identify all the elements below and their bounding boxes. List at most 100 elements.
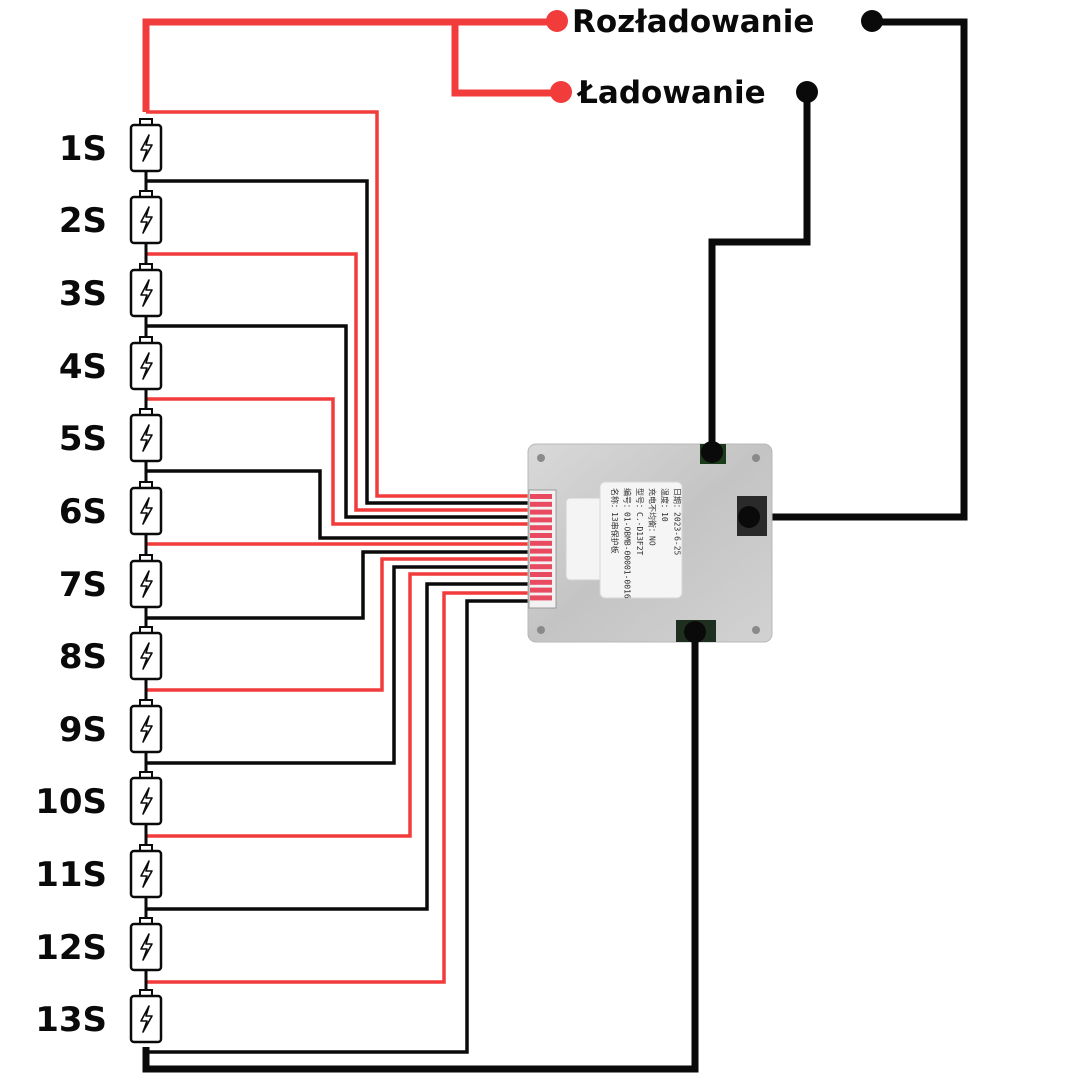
charge-positive-dot xyxy=(550,81,572,103)
cell-body xyxy=(129,341,163,391)
mount-hole-icon xyxy=(752,454,760,462)
lightning-bolt-icon xyxy=(140,424,153,452)
battery-cell: 4S xyxy=(59,336,163,413)
cell-body xyxy=(129,268,163,318)
cell-label: 11S xyxy=(35,855,107,895)
cell-body xyxy=(129,195,163,245)
cell-label: 7S xyxy=(59,565,107,605)
battery-cell: 1S xyxy=(59,118,163,195)
lightning-bolt-icon xyxy=(140,933,153,961)
balance-connector-pins xyxy=(530,494,552,601)
battery-cell: 3S xyxy=(59,263,163,341)
lightning-bolt-icon xyxy=(140,279,153,307)
lightning-bolt-icon xyxy=(140,860,153,888)
battery-cell: 11S xyxy=(35,844,163,922)
battery-cell: 10S xyxy=(35,771,163,849)
mount-hole-icon xyxy=(537,626,545,634)
discharge-positive-dot xyxy=(546,10,568,32)
balance-wire xyxy=(146,591,530,984)
battery-cell: 2S xyxy=(59,190,163,268)
connector-pin xyxy=(530,587,552,593)
connector-pin xyxy=(530,533,552,538)
lightning-bolt-icon xyxy=(140,134,153,162)
battery-cell: 5S xyxy=(59,408,163,486)
battery-cell: 8S xyxy=(59,626,163,704)
battery-cell: 6S xyxy=(59,481,163,559)
sticker-line: 编号：01-OBMB-00001-0016 xyxy=(623,488,633,599)
cell-label: 2S xyxy=(59,201,107,241)
cell-label: 13S xyxy=(35,1000,107,1040)
battery-cell: 9S xyxy=(59,699,163,776)
cell-body xyxy=(129,559,163,609)
cell-label: 8S xyxy=(59,637,107,677)
discharge-negative-dot xyxy=(861,10,883,32)
pack-negative-wire xyxy=(142,632,699,1073)
cell-label: 4S xyxy=(59,347,107,387)
connector-pin xyxy=(530,540,552,546)
cell-body xyxy=(129,922,163,972)
balance-wire xyxy=(146,572,530,838)
balance-wire xyxy=(146,110,530,498)
lightning-bolt-icon xyxy=(140,787,153,815)
connector-pin xyxy=(530,501,552,507)
sticker-line: 名称：13串保护板 xyxy=(610,488,620,554)
connector-pin xyxy=(530,579,552,585)
cell-body xyxy=(129,776,163,826)
balance-wire xyxy=(146,252,530,512)
lightning-bolt-icon xyxy=(140,206,153,234)
charge-label: Ładowanie xyxy=(576,75,766,111)
sticker-line: 充电不均衡：NO xyxy=(648,488,658,546)
balance-wires xyxy=(146,110,530,1054)
battery-cell: 13S xyxy=(35,989,163,1044)
mount-hole-icon xyxy=(537,454,545,462)
cell-label: 1S xyxy=(59,129,107,169)
balance-wire xyxy=(146,324,530,519)
lightning-bolt-icon xyxy=(140,497,153,525)
connector-pin xyxy=(530,595,552,601)
balance-wire xyxy=(146,179,530,505)
lightning-bolt-icon xyxy=(140,570,153,598)
cell-label: 3S xyxy=(59,274,107,314)
connector-pin xyxy=(530,572,552,577)
balance-wire xyxy=(146,557,530,692)
balance-wire xyxy=(146,565,530,765)
sticker-line: 日期：2023-6-25 xyxy=(673,488,682,556)
connector-pin xyxy=(530,556,552,562)
charge-negative-dot xyxy=(796,81,818,103)
cell-body xyxy=(129,413,163,463)
sticker-line: 温度：10 xyxy=(660,488,670,522)
connector-pin xyxy=(530,548,552,554)
connector-pin xyxy=(530,517,552,523)
balance-wire xyxy=(146,550,530,620)
discharge-negative-wire xyxy=(752,18,968,521)
discharge-pad-dot xyxy=(738,506,760,528)
positive-main-wire xyxy=(142,18,560,112)
balance-wire xyxy=(146,469,530,540)
bms-sticker-label xyxy=(599,481,683,599)
cell-body xyxy=(129,704,163,754)
battery-cell: 7S xyxy=(59,554,163,631)
connector-pin xyxy=(530,525,552,531)
lightning-bolt-icon xyxy=(140,715,153,743)
lightning-bolt-icon xyxy=(140,1005,153,1033)
discharge-label: Rozładowanie xyxy=(572,4,814,40)
cell-body xyxy=(129,123,163,173)
charge-negative-wire xyxy=(708,92,811,452)
cell-body xyxy=(129,486,163,536)
cell-label: 10S xyxy=(35,782,107,822)
cell-body xyxy=(129,994,163,1044)
connector-pin xyxy=(530,494,552,499)
lightning-bolt-icon xyxy=(140,642,153,670)
battery-negative-pad-dot xyxy=(684,621,706,643)
terminal-labels: Rozładowanie Ładowanie xyxy=(546,4,883,111)
connector-pin xyxy=(530,564,552,570)
balance-wire xyxy=(146,599,530,1054)
cell-label: 12S xyxy=(35,928,107,968)
battery-cell: 12S xyxy=(35,917,163,994)
balance-wire xyxy=(146,582,530,911)
main-wires xyxy=(142,18,968,1073)
cell-body xyxy=(129,631,163,681)
